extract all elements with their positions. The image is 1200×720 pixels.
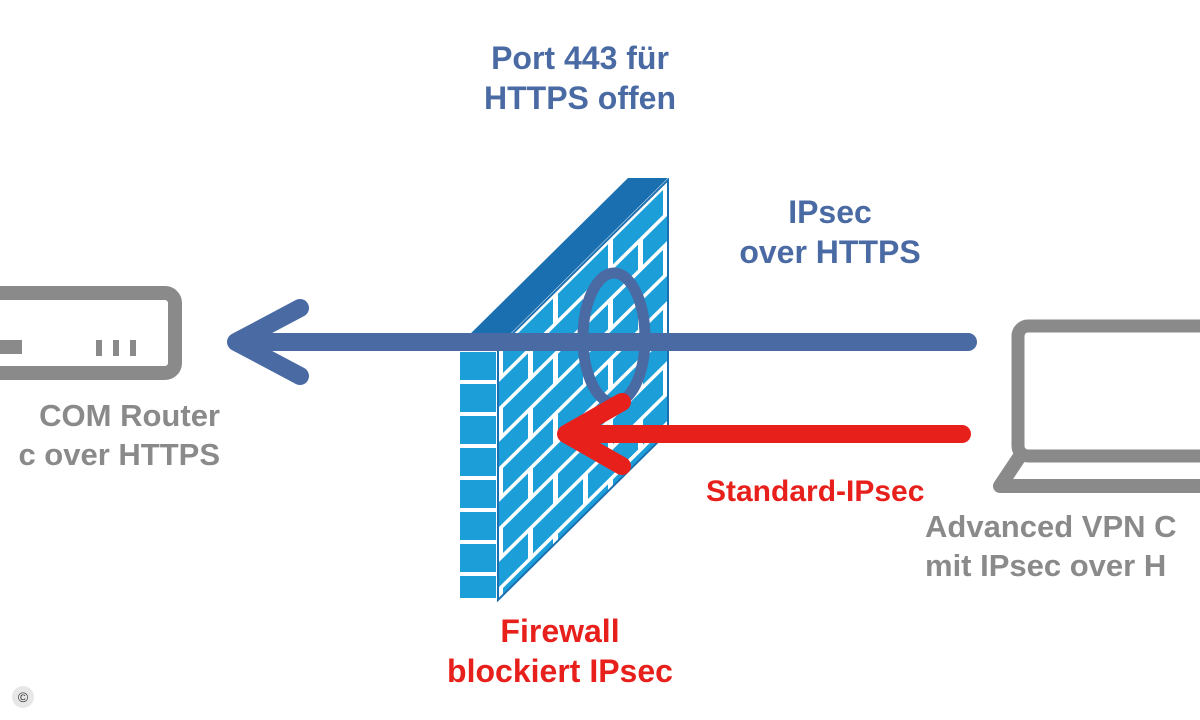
client-label-line-1: Advanced VPN C (925, 509, 1177, 544)
wall-brick (533, 479, 583, 554)
port-label-line-2: HTTPS offen (484, 80, 676, 116)
wall-brick (498, 353, 528, 428)
port-label-line-1: Port 443 für (491, 40, 669, 76)
ipsec-over-https-label: IPsec over HTTPS (690, 192, 970, 272)
wall-brick (643, 190, 668, 265)
firewall-label-line-2: blockiert IPsec (447, 653, 673, 689)
firewall-icon (458, 177, 773, 603)
wall-brick (698, 316, 748, 390)
laptop-icon (993, 319, 1200, 493)
wall-brick (668, 316, 718, 390)
firewall-label: Firewall blockiert IPsec (400, 611, 720, 691)
port-443-label: Port 443 für HTTPS offen (420, 38, 740, 118)
router-label: COM Router c over HTTPS (0, 397, 220, 475)
wall-brick (533, 359, 583, 434)
https-arrow (227, 299, 977, 385)
wall-brick (503, 418, 553, 494)
wall-brick (558, 244, 608, 319)
vpn-client-label: Advanced VPN C mit IPsec over H (925, 508, 1200, 586)
copyright-badge: © (12, 686, 34, 708)
blocked-ipsec-arrow (557, 393, 971, 475)
router-label-line-1: COM Router (39, 398, 220, 433)
router-icon (0, 286, 182, 380)
firewall-label-line-1: Firewall (500, 613, 620, 649)
wall-brick (643, 310, 668, 385)
wall-brick (498, 473, 528, 548)
wall-brick (498, 533, 528, 600)
client-label-line-2: mit IPsec over H (925, 547, 1167, 583)
tunnel-label-line-1: IPsec (788, 194, 872, 230)
standard-ipsec-label: Standard-IPsec (706, 475, 925, 508)
wall-brick (503, 478, 553, 554)
wall-brick (503, 358, 553, 434)
wall-brick (723, 321, 773, 395)
tunnel-label-line-2: over HTTPS (739, 234, 921, 270)
wall-brick (498, 413, 528, 488)
wall-brick (643, 250, 668, 325)
router-label-line-2: c over HTTPS (18, 436, 220, 472)
wall-brick (588, 244, 638, 320)
wall-brick (613, 189, 663, 265)
wall-brick (723, 261, 773, 335)
